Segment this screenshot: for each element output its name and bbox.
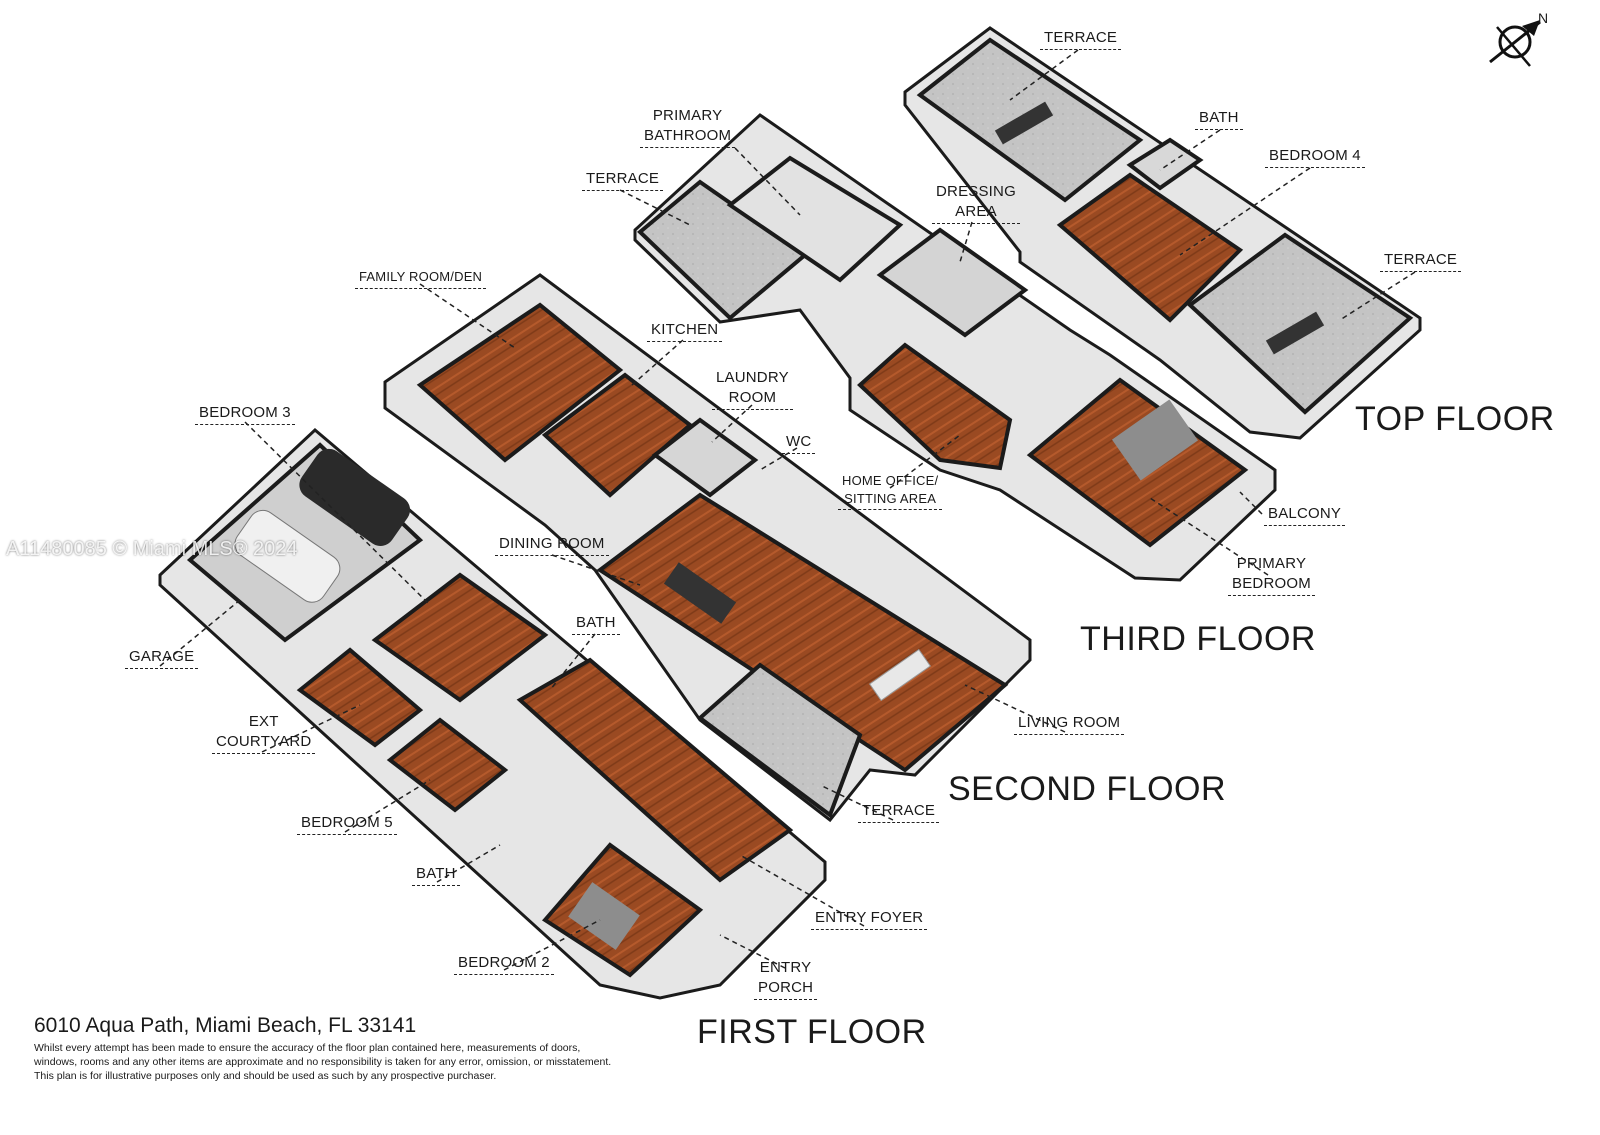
top-bedroom-4-floor xyxy=(1056,172,1244,323)
label-second-terrace: TERRACE xyxy=(858,801,940,823)
kitchen-floor xyxy=(541,372,694,498)
disclaimer: Whilst every attempt has been made to en… xyxy=(34,1041,674,1083)
third-floor-title: THIRD FLOOR xyxy=(1080,620,1316,658)
top-bath-floor xyxy=(1126,137,1204,191)
first-floor-plan xyxy=(158,427,827,1000)
disclaimer-line: This plan is for illustrative purposes o… xyxy=(34,1070,497,1082)
top-dining-table-1 xyxy=(994,101,1054,145)
property-address: 6010 Aqua Path, Miami Beach, FL 33141 xyxy=(34,1014,417,1037)
garage-car-1 xyxy=(299,448,411,546)
second-floor-plan xyxy=(383,273,1032,823)
hallway-floor xyxy=(516,657,794,883)
third-floor-plan xyxy=(633,113,1277,582)
primary-bed xyxy=(1111,399,1199,481)
label-home-office: HOME OFFICE/SITTING AREA xyxy=(838,472,943,510)
label-second-bath: BATH xyxy=(572,613,620,635)
label-top-bath: BATH xyxy=(1195,108,1243,130)
dining-table xyxy=(663,562,737,624)
second-terrace-floor xyxy=(696,662,863,819)
label-top-terrace-north: TERRACE xyxy=(1040,28,1122,50)
label-entry-foyer: ENTRY FOYER xyxy=(811,908,928,930)
compass-arrow xyxy=(1522,20,1540,36)
label-living-room: LIVING ROOM xyxy=(1014,713,1125,735)
label-bedroom-3: BEDROOM 3 xyxy=(195,403,295,425)
top-floor-plan xyxy=(903,26,1422,440)
second-floor-title: SECOND FLOOR xyxy=(948,770,1227,808)
north-compass xyxy=(1489,20,1541,67)
label-kitchen: KITCHEN xyxy=(647,320,723,342)
primary-bathroom-floor xyxy=(726,155,904,283)
bedroom-2-bed xyxy=(568,882,640,950)
garage-car-2 xyxy=(234,509,341,603)
compass-ring xyxy=(1498,25,1532,59)
dressing-area-floor xyxy=(876,227,1029,338)
label-balcony: BALCONY xyxy=(1264,504,1346,526)
family-room-floor xyxy=(416,302,624,463)
label-family-room: FAMILY ROOM/DEN xyxy=(355,267,487,289)
ext-courtyard-floor xyxy=(296,647,424,748)
top-floor-title: TOP FLOOR xyxy=(1355,400,1555,438)
laundry-floor xyxy=(651,417,759,498)
label-bedroom-5: BEDROOM 5 xyxy=(297,813,397,835)
top-dining-table-2 xyxy=(1265,311,1325,355)
label-bedroom-2: BEDROOM 2 xyxy=(454,953,554,975)
living-sofa xyxy=(868,648,932,702)
home-office-floor xyxy=(857,342,1013,471)
compass-north-label: N xyxy=(1538,10,1549,26)
label-garage: GARAGE xyxy=(125,647,199,669)
mls-watermark: A11480085 © Miami MLS® 2024 xyxy=(6,538,298,560)
label-leader-lines xyxy=(159,49,1416,971)
label-first-bath: BATH xyxy=(412,864,460,886)
label-dining-room: DINING ROOM xyxy=(495,534,609,556)
label-top-terrace-south: TERRACE xyxy=(1380,250,1462,272)
bedroom-3-floor xyxy=(371,572,549,703)
disclaimer-line: windows, rooms and any other items are a… xyxy=(34,1056,612,1068)
label-bedroom-4: BEDROOM 4 xyxy=(1265,146,1365,168)
label-third-terrace: TERRACE xyxy=(582,169,664,191)
first-floor-title: FIRST FLOOR xyxy=(697,1013,927,1051)
bedroom-5-floor xyxy=(386,717,509,813)
disclaimer-line: Whilst every attempt has been made to en… xyxy=(34,1042,581,1054)
label-wc: WC xyxy=(782,432,816,454)
